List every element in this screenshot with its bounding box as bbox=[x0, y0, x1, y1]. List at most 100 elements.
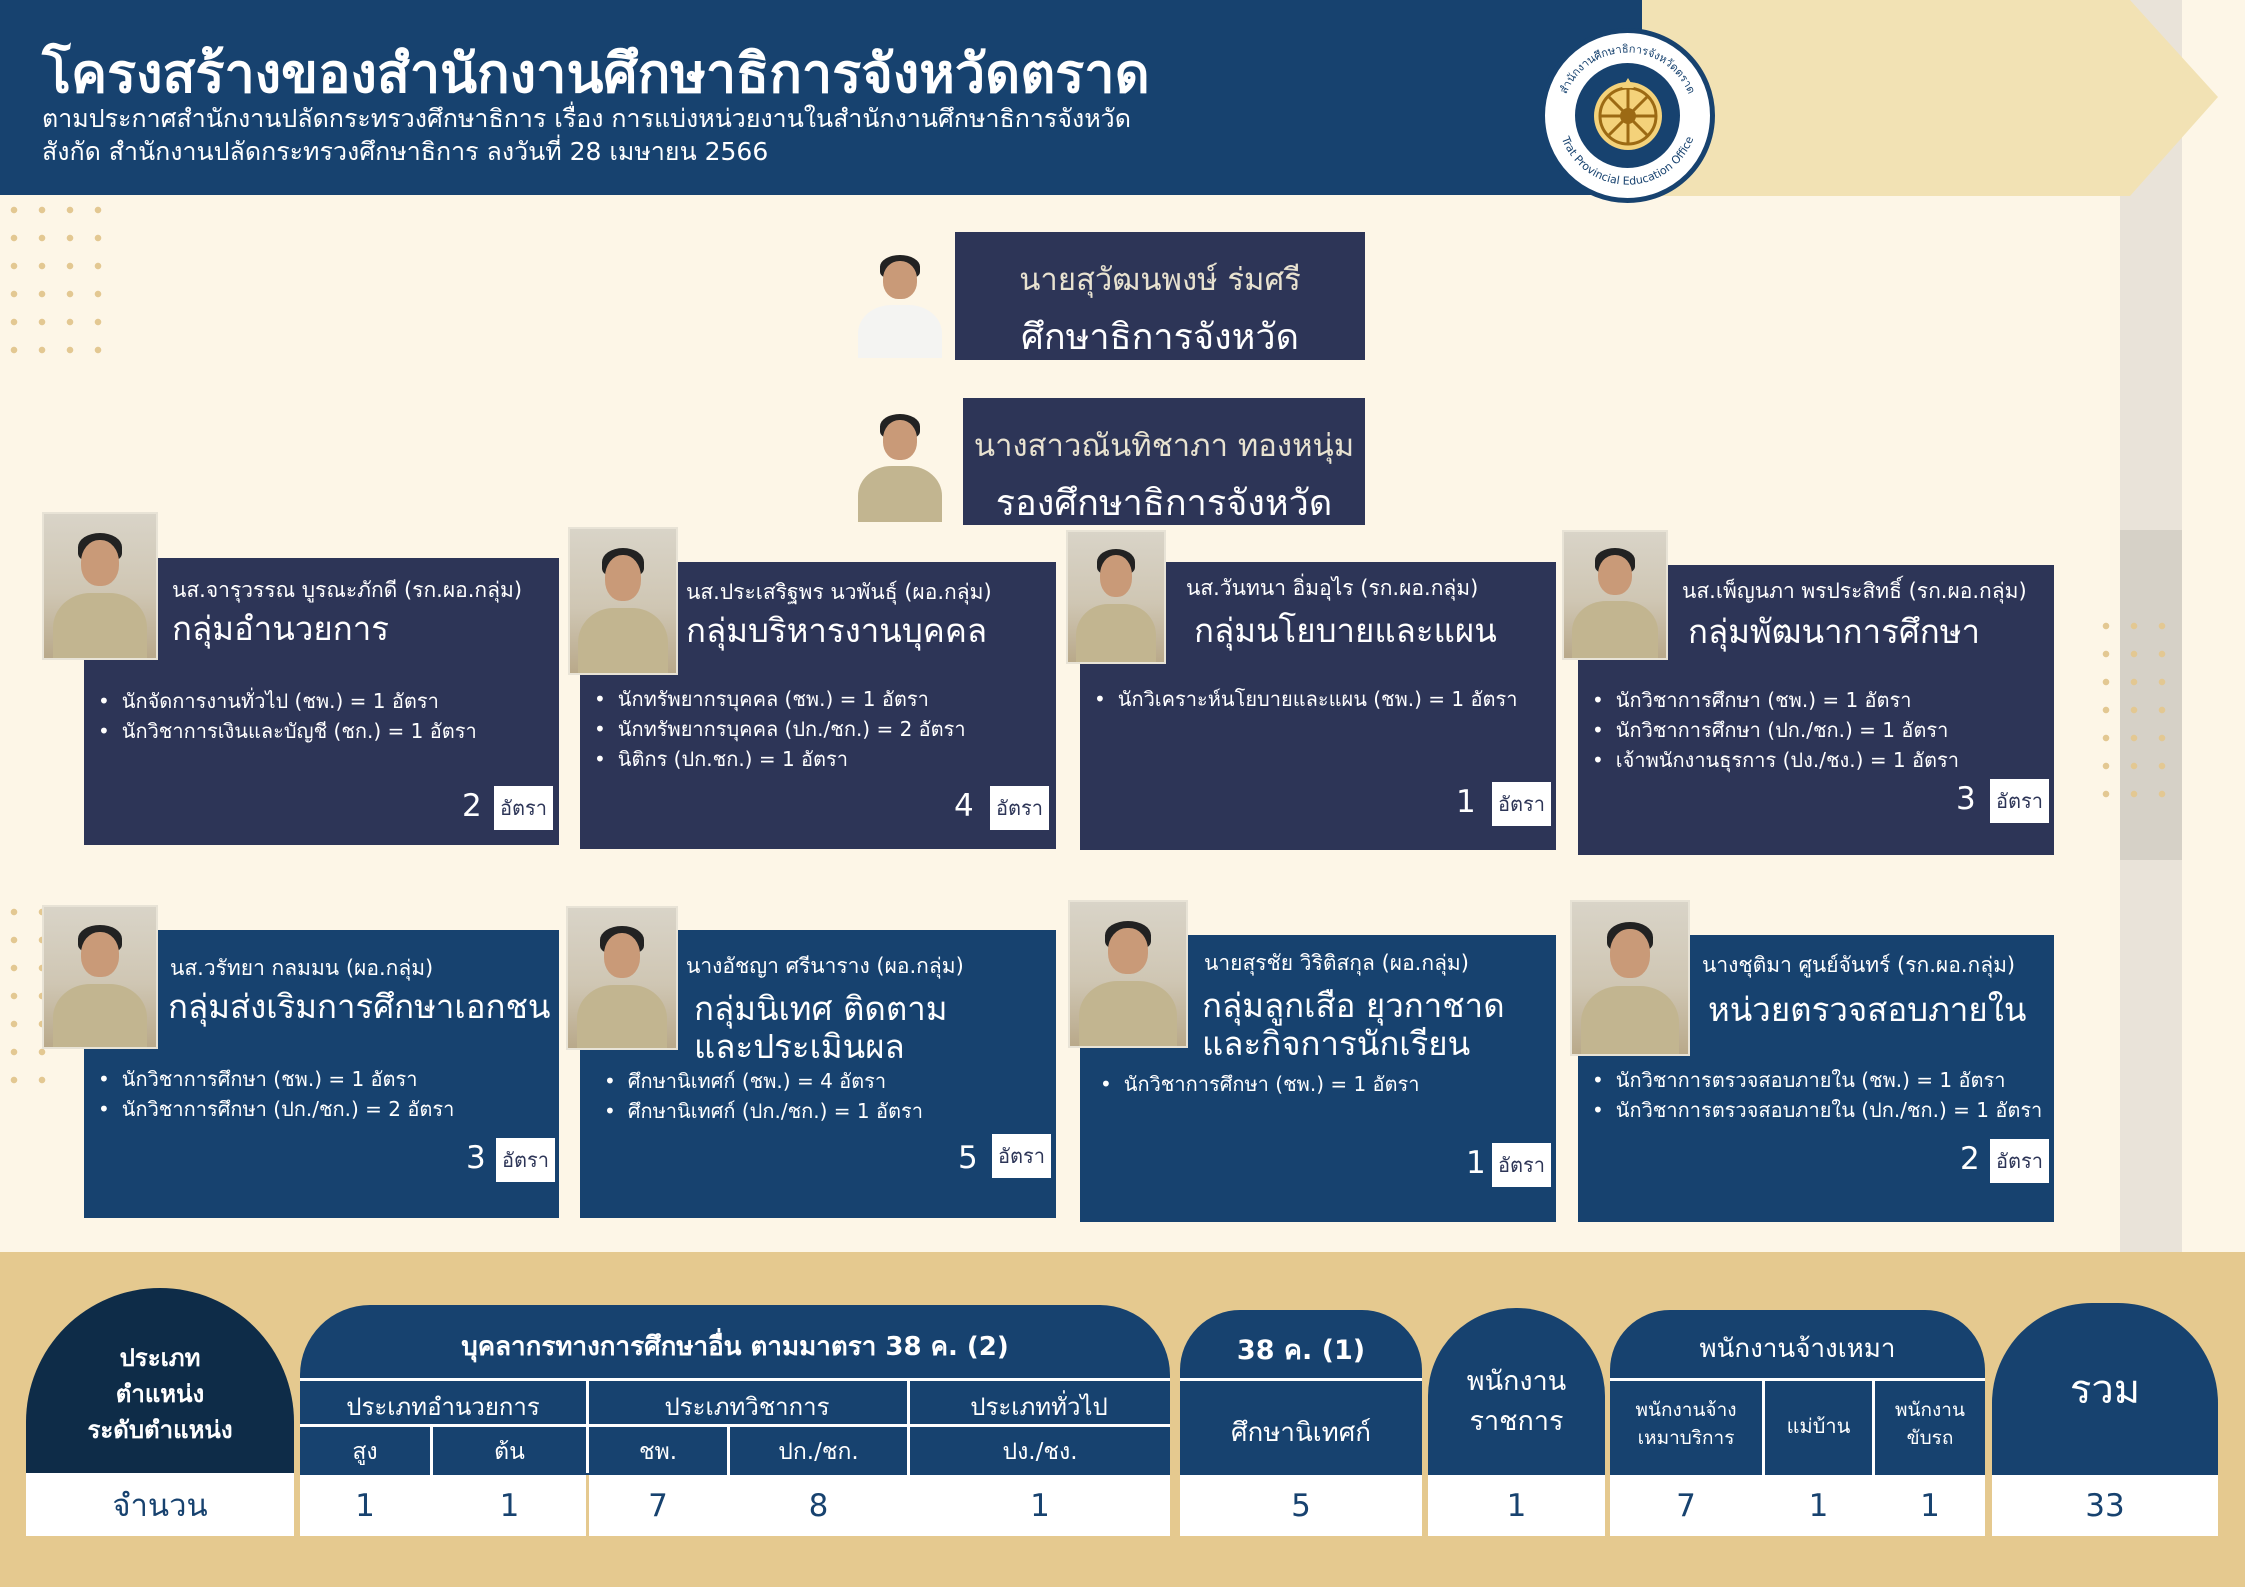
group-head-photo-personnel bbox=[568, 527, 678, 675]
director-title: ศึกษาธิการจังหวัด bbox=[1021, 317, 1299, 358]
group-head-photo-admin bbox=[42, 512, 158, 660]
decorative-dots-right bbox=[2092, 612, 2176, 808]
divider-v bbox=[907, 1381, 910, 1536]
group-head-name: นส.จารุวรรณ บูรณะภักดี (รก.ผอ.กลุ่ม) bbox=[172, 578, 523, 602]
group-head-name: นางอัชญา ศรีนาราง (ผอ.กลุ่ม) bbox=[686, 954, 964, 978]
unit-label: อัตรา bbox=[1492, 782, 1551, 826]
page-title: โครงสร้างของสำนักงานศึกษาธิการจังหวัดตรา… bbox=[42, 42, 1150, 105]
group-card-private-edu: นส.วรัทยา กลมมน (ผอ.กลุ่ม) กลุ่มส่งเริมก… bbox=[84, 930, 559, 1218]
deputy-box: นางสาวณันทิชาภา ทองหนุ่ม รองศึกษาธิการจั… bbox=[963, 398, 1365, 525]
position-item: ศึกษานิเทศก์ (ปก./ชก.) = 1 อัตรา bbox=[604, 1096, 923, 1126]
unit-label: อัตรา bbox=[1990, 1139, 2049, 1183]
position-list: ศึกษานิเทศก์ (ชพ.) = 4 อัตรา ศึกษานิเทศก… bbox=[604, 1066, 923, 1126]
group-head-photo-supervision bbox=[566, 906, 678, 1050]
group-count: 5 bbox=[958, 1140, 978, 1176]
divider bbox=[1610, 1378, 1985, 1381]
contract-service-line-1: พนักงานจ้าง bbox=[1635, 1399, 1737, 1421]
level-pg: ปง./ชง. bbox=[1002, 1439, 1078, 1465]
unit-label: อัตรา bbox=[494, 786, 553, 830]
group-head-photo-policy bbox=[1066, 530, 1166, 664]
row-header-line-3: ระดับตำแหน่ง bbox=[87, 1415, 233, 1444]
seal-ring-text: สำนักงานศึกษาธิการจังหวัดตราด Trat Provi… bbox=[1557, 42, 1698, 187]
position-list: นักวิชาการศึกษา (ชพ.) = 1 อัตรา bbox=[1100, 1069, 1420, 1099]
cat-admin: ประเภทอำนวยการ bbox=[346, 1393, 540, 1421]
group-count: 3 bbox=[1956, 781, 1976, 817]
unit-label: อัตรา bbox=[496, 1138, 555, 1182]
position-list: นักจัดการงานทั่วไป (ชพ.) = 1 อัตรา นักวิ… bbox=[98, 686, 477, 746]
subtitle-line-2: สังกัด สำนักงานปลัดกระทรวงศึกษาธิการ ลงว… bbox=[42, 137, 769, 166]
contract-label: พนักงานจ้างเหมา bbox=[1699, 1334, 1896, 1364]
summary-row-label: จำนวน bbox=[26, 1473, 294, 1536]
unit-label: อัตรา bbox=[990, 786, 1049, 830]
value-pk: 8 bbox=[730, 1475, 907, 1536]
unit-label: อัตรา bbox=[1990, 779, 2049, 823]
unit-label: อัตรา bbox=[992, 1134, 1051, 1178]
position-item: นักวิชาการตรวจสอบภายใน (ปก./ชก.) = 1 อัต… bbox=[1592, 1095, 2043, 1125]
driver-line-2: ขับรถ bbox=[1906, 1427, 1954, 1449]
contract-header bbox=[1610, 1310, 1985, 1475]
value-high: 1 bbox=[300, 1475, 430, 1536]
group-head-name: นส.เพ็ญนภา พรประสิทธิ์ (รก.ผอ.กลุ่ม) bbox=[1682, 579, 2027, 603]
level-high: สูง bbox=[352, 1439, 378, 1465]
group-count: 4 bbox=[954, 788, 974, 824]
position-item: นักวิชาการตรวจสอบภายใน (ชพ.) = 1 อัตรา bbox=[1592, 1065, 2042, 1095]
position-list: นักทรัพยากรบุคคล (ชพ.) = 1 อัตรา นักทรัพ… bbox=[594, 684, 966, 774]
gov-label-line-2: ราชการ bbox=[1469, 1405, 1564, 1437]
divider-v bbox=[727, 1427, 730, 1536]
group-count: 1 bbox=[1466, 1145, 1486, 1181]
office-seal-logo: สำนักงานศึกษาธิการจังหวัดตราด Trat Provi… bbox=[1540, 28, 1715, 203]
position-item: เจ้าพนักงานธุรการ (ปง./ชง.) = 1 อัตรา bbox=[1592, 745, 1959, 775]
position-list: นักวิชาการศึกษา (ชพ.) = 1 อัตรา นักวิชาก… bbox=[1592, 685, 1959, 775]
director-box: นายสุวัฒนพงษ์ ร่มศรี ศึกษาธิการจังหวัด bbox=[955, 232, 1365, 360]
group-count: 2 bbox=[462, 788, 482, 824]
position-list: นักวิเคราะห์นโยบายและแผน (ชพ.) = 1 อัตรา bbox=[1094, 684, 1518, 714]
decorative-dots-left-top bbox=[0, 196, 112, 364]
level-pk: ปก./ชก. bbox=[778, 1439, 859, 1465]
group-name: กลุ่มบริหารงานบุคคล bbox=[686, 611, 988, 650]
gov-employee-header: พนักงาน ราชการ bbox=[1428, 1308, 1605, 1475]
contract-service-line-2: เหมาบริการ bbox=[1637, 1427, 1735, 1449]
section-38c1-header bbox=[1180, 1310, 1422, 1475]
section-38c2-label: บุคลากรทางการศึกษาอื่น ตามมาตรา 38 ค. (2… bbox=[461, 1332, 1009, 1362]
header-band bbox=[0, 0, 1625, 195]
page-subtitle: ตามประกาศสำนักงานปลัดกระทรวงศึกษาธิการ เ… bbox=[42, 102, 1131, 168]
deputy-title: รองศึกษาธิการจังหวัด bbox=[995, 483, 1333, 524]
position-item: นิติกร (ปก.ชก.) = 1 อัตรา bbox=[594, 744, 966, 774]
group-name: กลุ่มพัฒนาการศึกษา bbox=[1688, 612, 1981, 651]
position-list: นักวิชาการตรวจสอบภายใน (ชพ.) = 1 อัตรา น… bbox=[1592, 1065, 2043, 1125]
level-low: ต้น bbox=[494, 1439, 525, 1465]
director-photo bbox=[850, 240, 950, 358]
position-list: นักวิชาการศึกษา (ชพ.) = 1 อัตรา นักวิชาก… bbox=[98, 1064, 455, 1124]
divider-v bbox=[1872, 1381, 1875, 1536]
group-head-name: นส.วรัทยา กลมมน (ผอ.กลุ่ม) bbox=[170, 956, 434, 980]
group-name: กลุ่มอำนวยการ bbox=[172, 609, 389, 648]
divider bbox=[300, 1378, 1170, 1381]
value-supervisor: 5 bbox=[1180, 1475, 1422, 1536]
driver-label: พนักงาน ขับรถ bbox=[1875, 1396, 1985, 1452]
cat-general: ประเภททั่วไป bbox=[970, 1393, 1108, 1421]
group-name: กลุ่มลูกเสือ ยุวกาชาด และกิจการนักเรียน bbox=[1202, 987, 1505, 1063]
value-gov: 1 bbox=[1428, 1475, 1605, 1536]
group-count: 3 bbox=[466, 1140, 486, 1176]
group-name: กลุ่มนโยบายและแผน bbox=[1194, 611, 1497, 650]
position-item: นักวิชาการศึกษา (ชพ.) = 1 อัตรา bbox=[1100, 1069, 1420, 1099]
group-head-name: นายสุรชัย วิริติสกุล (ผอ.กลุ่ม) bbox=[1204, 951, 1469, 975]
cat-academic: ประเภทวิชาการ bbox=[664, 1393, 830, 1421]
group-count: 1 bbox=[1456, 784, 1476, 820]
group-head-name: นส.ประเสริฐพร นวพันธุ์ (ผอ.กลุ่ม) bbox=[686, 580, 992, 604]
value-driver: 1 bbox=[1875, 1475, 1985, 1536]
gov-label-line-1: พนักงาน bbox=[1466, 1365, 1567, 1397]
seal-emblem bbox=[1575, 63, 1680, 168]
position-item: นักวิชาการเงินและบัญชี (ชก.) = 1 อัตรา bbox=[98, 716, 477, 746]
level-chp: ชพ. bbox=[638, 1439, 678, 1465]
group-name-line-1: กลุ่มนิเทศ ติดตาม bbox=[694, 989, 948, 1028]
position-item: นักวิชาการศึกษา (ชพ.) = 1 อัตรา bbox=[98, 1064, 454, 1094]
section-38c2-header bbox=[300, 1305, 1170, 1475]
group-head-photo-scouts bbox=[1068, 900, 1188, 1048]
position-item: ศึกษานิเทศก์ (ชพ.) = 4 อัตรา bbox=[604, 1066, 923, 1096]
value-chp: 7 bbox=[589, 1475, 727, 1536]
value-total: 33 bbox=[1992, 1475, 2218, 1536]
position-item: นักวิชาการศึกษา (ปก./ชก.) = 1 อัตรา bbox=[1592, 715, 1959, 745]
group-name: กลุ่มนิเทศ ติดตาม และประเมินผล bbox=[694, 990, 948, 1066]
